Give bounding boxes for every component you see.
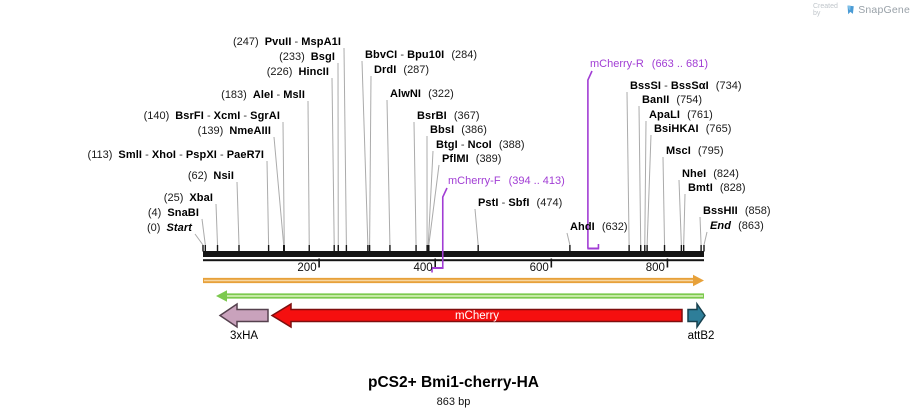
site-label-snabi: (4)SnaBI bbox=[147, 207, 199, 219]
leader-line-start bbox=[194, 233, 204, 246]
leader-line-bsihkai bbox=[646, 134, 652, 246]
leader-line-ahdi bbox=[566, 232, 571, 246]
frame-arrow-reverse-head bbox=[216, 290, 227, 302]
feature-arrow-mcherry bbox=[270, 302, 683, 329]
site-label-xbai: (25)XbaI bbox=[163, 192, 213, 204]
site-label-bbsi: BbsI(386) bbox=[430, 124, 487, 136]
site-label-bmti: BmtI(828) bbox=[688, 182, 746, 194]
leader-line-nsii bbox=[236, 181, 240, 246]
site-label-ahdi: AhdI(632) bbox=[570, 221, 628, 233]
snapgene-credit: Created by SnapGene bbox=[813, 3, 910, 17]
leader-line-bsshii bbox=[699, 216, 702, 246]
leader-line-nhei bbox=[678, 179, 682, 246]
plasmid-name: pCS2+ Bmi1-cherry-HA bbox=[368, 374, 539, 391]
primer-mark-mcherry-r bbox=[587, 70, 600, 250]
ruler-number-800: 800 bbox=[645, 262, 665, 274]
site-label-smli-xhoi-pspxi-paer7i: (113)SmlI - XhoI - PspXI - PaeR7I bbox=[87, 149, 264, 161]
leader-line-bsssi bbox=[626, 91, 630, 246]
site-leader-lines bbox=[194, 47, 708, 252]
feature-label-mcherry: mCherry bbox=[454, 309, 500, 322]
site-label-bbvci-bpu10i: BbvCI - Bpu10I(284) bbox=[365, 49, 478, 61]
site-label-pvuii-mspa1i: (247)PvuII - MspA1I bbox=[233, 36, 341, 48]
sequence-ruler bbox=[203, 251, 704, 268]
site-label-bsssi-bsss-i: BssSI - BssSαI(734) bbox=[630, 80, 742, 92]
site-label-bsrbi: BsrBI(367) bbox=[417, 110, 480, 122]
primer-label-mcherry-f: mCherry-F(394 .. 413) bbox=[448, 175, 565, 187]
snapgene-logo-icon bbox=[847, 4, 854, 14]
site-label-nsii: (62)NsiI bbox=[187, 170, 234, 182]
site-label-hincii: (226)HincII bbox=[266, 66, 329, 78]
leader-line-banii bbox=[638, 105, 642, 246]
leader-line-bmti bbox=[683, 193, 686, 246]
leader-line-drdi bbox=[369, 75, 372, 246]
site-label-bsshii: BssHII(858) bbox=[703, 205, 771, 217]
leader-line-bsrfi bbox=[282, 121, 285, 246]
leader-line-pvuii bbox=[343, 47, 347, 246]
site-label-alwni: AlwNI(322) bbox=[390, 88, 454, 100]
feature-arrow-attb2 bbox=[687, 301, 706, 330]
primer-label-mcherry-r: mCherry-R(663 .. 681) bbox=[590, 58, 709, 70]
credit-prefix-text: Created by bbox=[813, 3, 838, 17]
site-label-drdi: DrdI(287) bbox=[374, 64, 430, 76]
frame-arrow-forward-head bbox=[693, 274, 704, 287]
feature-arrow-3xha bbox=[218, 302, 269, 329]
reading-frame-arrows bbox=[203, 274, 704, 302]
leader-line-msci bbox=[662, 156, 666, 246]
leader-line-snabi bbox=[201, 218, 206, 246]
title-block: pCS2+ Bmi1-cherry-HA 863 bp bbox=[203, 374, 704, 408]
site-label-pflmi: PflMI(389) bbox=[442, 153, 502, 165]
leader-line-end bbox=[703, 231, 708, 246]
primer-marks bbox=[431, 70, 600, 273]
site-label-banii: BanII(754) bbox=[642, 94, 703, 106]
leader-line-bbvci bbox=[361, 60, 369, 246]
site-label-bsrfi-xcmi-sgrai: (140)BsrFI - XcmI - SgrAI bbox=[143, 110, 280, 122]
plasmid-length: 863 bp bbox=[436, 396, 471, 408]
leader-line-alwni bbox=[386, 99, 391, 246]
ruler-number-600: 600 bbox=[529, 262, 549, 274]
site-label-alei-msli: (183)AleI - MslI bbox=[221, 89, 305, 101]
site-label-bsgi: (233)BsgI bbox=[279, 51, 335, 63]
ruler-number-200: 200 bbox=[297, 262, 317, 274]
primer-mark-mcherry-f bbox=[431, 187, 448, 273]
feature-label-3xha: 3xHA bbox=[229, 330, 259, 342]
site-label-msci: MscI(795) bbox=[666, 145, 724, 157]
site-label-end: End(863) bbox=[710, 220, 764, 232]
site-label-btgi-ncoi: BtgI - NcoI(388) bbox=[436, 139, 525, 151]
site-label-start: (0)Start bbox=[146, 222, 192, 234]
feature-arrows bbox=[218, 301, 706, 330]
leader-line-apali bbox=[644, 120, 647, 246]
leader-line-hincii bbox=[331, 77, 335, 246]
leader-line-nmeaiii bbox=[273, 136, 285, 246]
ruler-bar-thin bbox=[203, 259, 704, 262]
leader-line-alei bbox=[307, 100, 310, 246]
ruler-number-400: 400 bbox=[413, 262, 433, 274]
site-label-psti-sbfi: PstI - SbfI(474) bbox=[478, 197, 563, 209]
site-label-nmeaiii: (139)NmeAIII bbox=[197, 125, 271, 137]
leader-line-psti bbox=[474, 208, 479, 246]
leader-line-pflmi bbox=[428, 164, 440, 246]
ruler-bar-thick bbox=[203, 251, 704, 257]
leader-line-bsrbi bbox=[413, 121, 417, 246]
site-label-apali: ApaLI(761) bbox=[649, 109, 713, 121]
site-label-nhei: NheI(824) bbox=[682, 168, 739, 180]
credit-brand-text: SnapGene bbox=[858, 4, 910, 16]
leader-line-btgi bbox=[427, 150, 434, 246]
leader-line-xbai bbox=[215, 203, 219, 246]
leader-line-smli bbox=[266, 160, 270, 246]
feature-label-attb2: attB2 bbox=[687, 330, 715, 342]
site-label-bsihkai: BsiHKAI(765) bbox=[654, 123, 732, 135]
